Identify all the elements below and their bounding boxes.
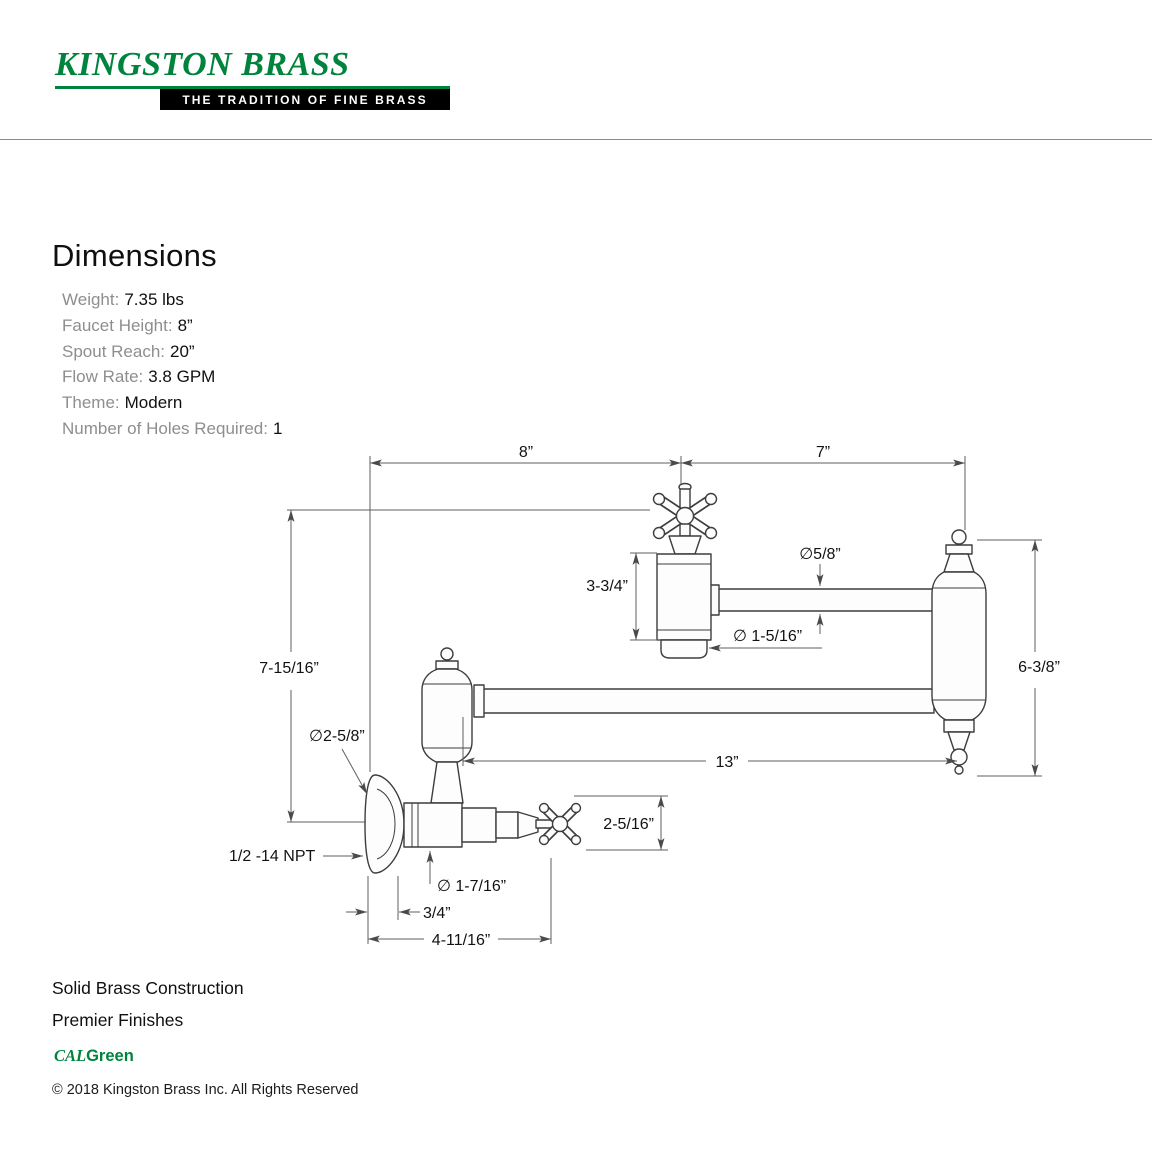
calgreen-green: Green — [86, 1047, 134, 1065]
brand-tagline: THE TRADITION OF FINE BRASS — [182, 92, 428, 107]
dim-label-spout-body-height: 3-3/4” — [586, 578, 628, 595]
dim-label-pipe-diameter: ∅5/8” — [799, 546, 841, 563]
brand-logo: KINGSTON BRASS THE TRADITION OF FINE BRA… — [55, 46, 450, 110]
dim-label-valve-diameter: ∅ 1-7/16” — [437, 878, 506, 895]
spec-row-faucet-height: Faucet Height:8” — [62, 313, 282, 339]
dim-label-flange-depth: 3/4” — [423, 905, 451, 922]
spout-outlet — [660, 639, 708, 659]
brand-logo-underline — [55, 86, 450, 89]
faucet-spout-assembly — [652, 482, 718, 659]
copyright-text: © 2018 Kingston Brass Inc. All Rights Re… — [52, 1082, 359, 1098]
spec-label: Flow Rate: — [62, 367, 144, 387]
dimension-labels: 8” 7” 3-3/4” ∅5/8” ∅ 1-5/16” 7-15/16” 6-… — [229, 444, 1060, 949]
header-divider — [0, 139, 1152, 140]
dim-label-thread: 1/2 -14 NPT — [229, 848, 315, 865]
spec-value: 3.8 GPM — [148, 367, 216, 387]
dim-label-spout-diameter: ∅ 1-5/16” — [733, 628, 802, 645]
dim-label-flange-diameter: ∅2-5/8” — [309, 728, 365, 745]
dim-label-joint-height: 6-3/8” — [1018, 659, 1060, 676]
faucet-upper-arm — [712, 588, 936, 612]
spec-row-theme: Theme:Modern — [62, 390, 282, 416]
dim-label-arm-length: 13” — [715, 754, 738, 771]
dim-label-top-right: 7” — [816, 444, 830, 461]
faucet-center-joint — [421, 647, 473, 804]
spec-label: Number of Holes Required: — [62, 418, 268, 438]
spec-value: Modern — [124, 393, 183, 413]
spec-label: Theme: — [62, 393, 120, 413]
dim-label-wall-to-handle: 4-11/16” — [432, 932, 490, 949]
spec-row-spout-reach: Spout Reach:20” — [62, 339, 282, 365]
footer-finishes: Premier Finishes — [52, 1010, 184, 1030]
technical-drawing: 8” 7” 3-3/4” ∅5/8” ∅ 1-5/16” 7-15/16” 6-… — [229, 444, 1060, 949]
spec-value: 7.35 lbs — [124, 290, 184, 309]
wall-flange — [364, 774, 405, 874]
spec-row-weight: Weight:7.35 lbs — [62, 287, 282, 313]
spec-value: 20” — [170, 341, 195, 361]
faucet-coupler-lower — [473, 684, 485, 718]
brand-logo-text: KINGSTON BRASS — [55, 46, 350, 83]
spec-row-holes: Number of Holes Required:1 — [62, 416, 282, 442]
dimension-lines — [287, 456, 1042, 944]
faucet-right-joint — [931, 529, 987, 775]
dim-label-overall-height: 7-15/16” — [259, 660, 319, 677]
calgreen-logo: CALGreen — [54, 1046, 134, 1066]
faucet-outline — [364, 482, 987, 874]
spec-label: Faucet Height: — [62, 315, 173, 335]
spec-value: 8” — [177, 315, 193, 335]
spec-list: Weight:7.35 lbs Faucet Height:8” Spout R… — [62, 287, 282, 442]
section-title: Dimensions — [52, 238, 217, 273]
cross-handle-hub — [675, 506, 695, 526]
faucet-wall-mount — [364, 774, 582, 874]
spec-row-flow-rate: Flow Rate:3.8 GPM — [62, 364, 282, 390]
spec-label: Weight: — [62, 290, 120, 309]
valve-handle-hub — [551, 815, 569, 833]
calgreen-cal: CAL — [54, 1046, 87, 1065]
brand-tagline-bar: THE TRADITION OF FINE BRASS — [160, 89, 450, 110]
spec-value: 1 — [272, 418, 283, 438]
dim-label-top-left: 8” — [519, 444, 533, 461]
dim-label-handle-height: 2-5/16” — [603, 816, 654, 833]
spec-label: Spout Reach: — [62, 341, 166, 361]
footer-construction: Solid Brass Construction — [52, 978, 244, 998]
faucet-lower-arm — [477, 688, 935, 714]
